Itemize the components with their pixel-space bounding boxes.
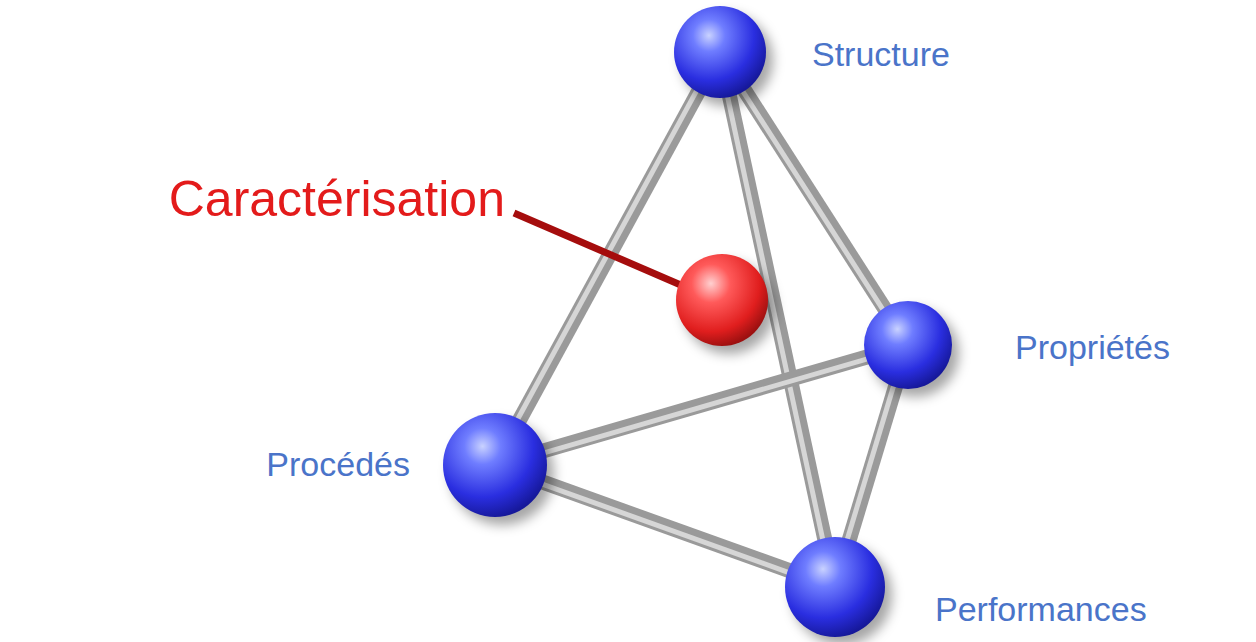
sphere-node: Procédés bbox=[443, 413, 547, 517]
label-holder: Caractérisation bbox=[169, 171, 505, 229]
rod-connector bbox=[537, 355, 872, 454]
sphere-shape bbox=[676, 254, 768, 346]
sphere-shape bbox=[443, 413, 547, 517]
sphere-node: Performances bbox=[785, 537, 885, 637]
callout-label: Caractérisation bbox=[169, 171, 505, 229]
rod-highlight bbox=[538, 357, 873, 454]
sphere-fill bbox=[785, 537, 885, 637]
label-holder: Performances bbox=[935, 590, 1147, 629]
label-holder: Structure bbox=[812, 35, 950, 74]
rod-connector bbox=[845, 380, 897, 546]
rod-highlight bbox=[514, 85, 699, 425]
sphere-node: Propriétés bbox=[864, 301, 952, 389]
vertex-label: Performances bbox=[935, 590, 1147, 629]
sphere-fill bbox=[443, 413, 547, 517]
sphere-fill bbox=[676, 254, 768, 346]
label-holder: Propriétés bbox=[1015, 328, 1170, 367]
rod-highlight bbox=[845, 380, 895, 546]
sphere-fill bbox=[674, 6, 766, 98]
vertex-label: Structure bbox=[812, 35, 950, 74]
vertex-label: Procédés bbox=[266, 445, 410, 484]
vertex-label: Propriétés bbox=[1015, 328, 1170, 367]
sphere-shape bbox=[785, 537, 885, 637]
rod-connector bbox=[514, 85, 701, 426]
rod-highlight bbox=[536, 482, 794, 575]
sphere-shape bbox=[674, 6, 766, 98]
sphere-fill bbox=[864, 301, 952, 389]
characterization-sphere: Caractérisation bbox=[676, 254, 768, 346]
sphere-shape bbox=[864, 301, 952, 389]
sphere-node: Structure bbox=[674, 6, 766, 98]
rod-connector bbox=[536, 480, 795, 575]
leader-line bbox=[514, 213, 690, 289]
label-holder: Procédés bbox=[266, 445, 410, 484]
